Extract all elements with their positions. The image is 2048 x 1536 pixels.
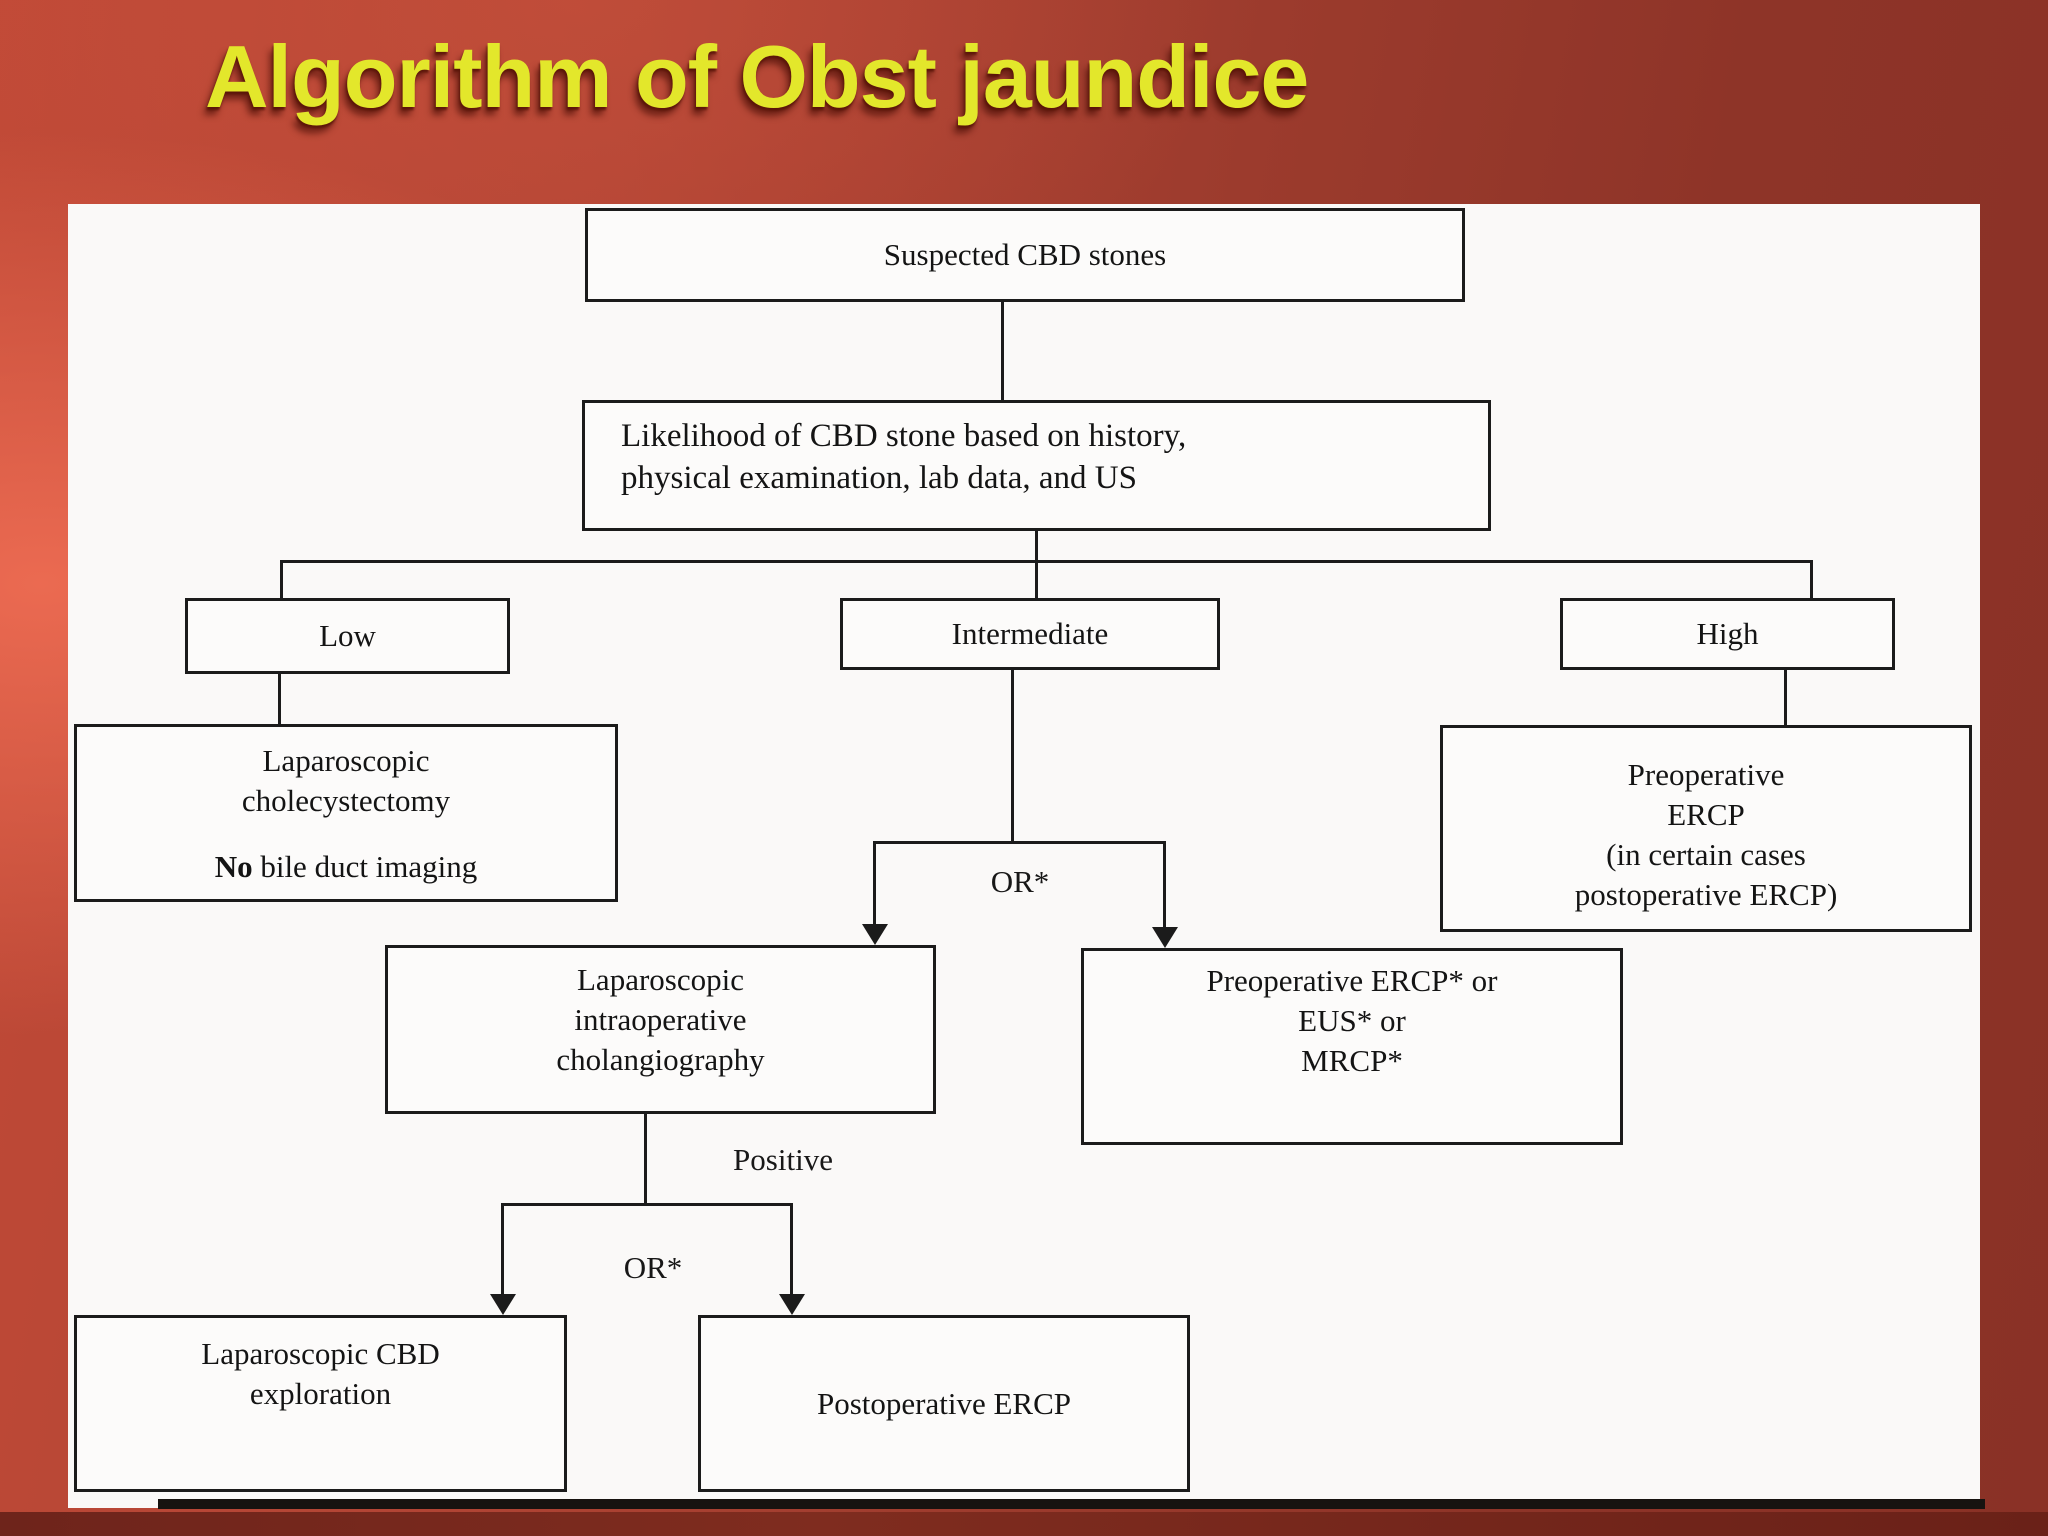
- connector-branchbar-to-high: [1810, 560, 1813, 600]
- node-text-line: Suspected CBD stones: [883, 237, 1167, 272]
- arrowhead-to-preop-ercp-eus-mrcp: [1152, 927, 1178, 948]
- node-text-line: Preoperative ERCP* or: [1206, 963, 1498, 998]
- node-laparoscopic-cbd-exploration: Laparoscopic CBD exploration: [74, 1315, 567, 1492]
- node-text-line: Intermediate: [951, 616, 1109, 651]
- connector-low-to-cholecystectomy: [278, 672, 281, 726]
- node-text-line: Low: [319, 618, 376, 653]
- connector-or-left-arrow-line: [873, 841, 876, 927]
- arrowhead-to-postoperative-ercp: [779, 1294, 805, 1315]
- node-likelihood-of-cbd-stone: Likelihood of CBD stone based on history…: [582, 400, 1491, 531]
- node-intermediate: Intermediate: [840, 598, 1220, 670]
- node-suspected-cbd-stones: Suspected CBD stones: [585, 208, 1465, 302]
- connector-or-right-arrow-line: [1163, 841, 1166, 930]
- node-high: High: [1560, 598, 1895, 670]
- bottom-maroon-strip: [0, 1512, 2048, 1536]
- node-preoperative-ercp: Preoperative ERCP (in certain cases post…: [1440, 725, 1972, 932]
- or-upper-bar: [873, 841, 1166, 844]
- node-postoperative-ercp: Postoperative ERCP: [698, 1315, 1190, 1492]
- node-text-line: ERCP: [1667, 796, 1745, 832]
- node-text-line: physical examination, lab data, and US: [621, 460, 1137, 496]
- node-text-line: High: [1696, 616, 1759, 651]
- node-text-line: exploration: [249, 1376, 392, 1411]
- node-text-line: Laparoscopic: [577, 962, 744, 997]
- panel-bottom-edge-line: [158, 1499, 1985, 1509]
- connector-likelihood-to-branchbar: [1035, 531, 1038, 562]
- connector-intermediate-down: [1011, 668, 1014, 843]
- node-text-line: postoperative ERCP): [1574, 876, 1838, 912]
- connector-branchbar-to-low: [280, 560, 283, 600]
- node-text-line: Preoperative: [1627, 756, 1785, 792]
- node-laparoscopic-intraoperative-cholangiography: Laparoscopic intraoperative cholangiogra…: [385, 945, 936, 1114]
- edge-label-or-upper: OR*: [990, 864, 1050, 899]
- node-text-line: MRCP*: [1301, 1043, 1403, 1078]
- node-text-line: No bile duct imaging: [77, 847, 615, 887]
- node-text-line: Laparoscopic CBD: [201, 1336, 440, 1371]
- node-text-line: EUS* or: [1298, 1003, 1406, 1038]
- connector-branchbar-to-intermediate: [1035, 560, 1038, 600]
- slide-title: Algorithm of Obst jaundice: [205, 27, 1309, 126]
- node-text-line: Laparoscopic: [262, 743, 430, 778]
- node-low: Low: [185, 598, 510, 674]
- connector-high-to-preoperative-ercp: [1784, 668, 1787, 725]
- connector-positive-left-arrow-line: [501, 1203, 504, 1296]
- emphasis-no: No: [214, 849, 253, 884]
- connector-cholangiography-down: [644, 1112, 647, 1206]
- arrowhead-to-cbd-exploration: [490, 1294, 516, 1315]
- arrowhead-to-cholangiography: [862, 924, 888, 945]
- or-lower-bar: [501, 1203, 793, 1206]
- note-rest: bile duct imaging: [260, 849, 478, 884]
- connector-positive-right-arrow-line: [790, 1203, 793, 1296]
- node-text-line: cholangiography: [556, 1042, 765, 1077]
- node-text-line: Likelihood of CBD stone based on history…: [621, 418, 1187, 454]
- node-text-line: intraoperative: [574, 1002, 747, 1037]
- node-text-line: Postoperative ERCP: [816, 1385, 1072, 1421]
- edge-label-positive: Positive: [733, 1142, 833, 1177]
- edge-label-or-lower: OR*: [623, 1250, 683, 1285]
- connector-suspected-to-likelihood: [1001, 302, 1004, 400]
- node-laparoscopic-cholecystectomy: Laparoscopic cholecystectomy No bile duc…: [74, 724, 618, 902]
- branch-bar: [280, 560, 1813, 563]
- node-text-line: (in certain cases: [1606, 836, 1806, 872]
- node-text-line: cholecystectomy: [241, 783, 451, 818]
- node-preoperative-ercp-eus-mrcp: Preoperative ERCP* or EUS* or MRCP*: [1081, 948, 1623, 1145]
